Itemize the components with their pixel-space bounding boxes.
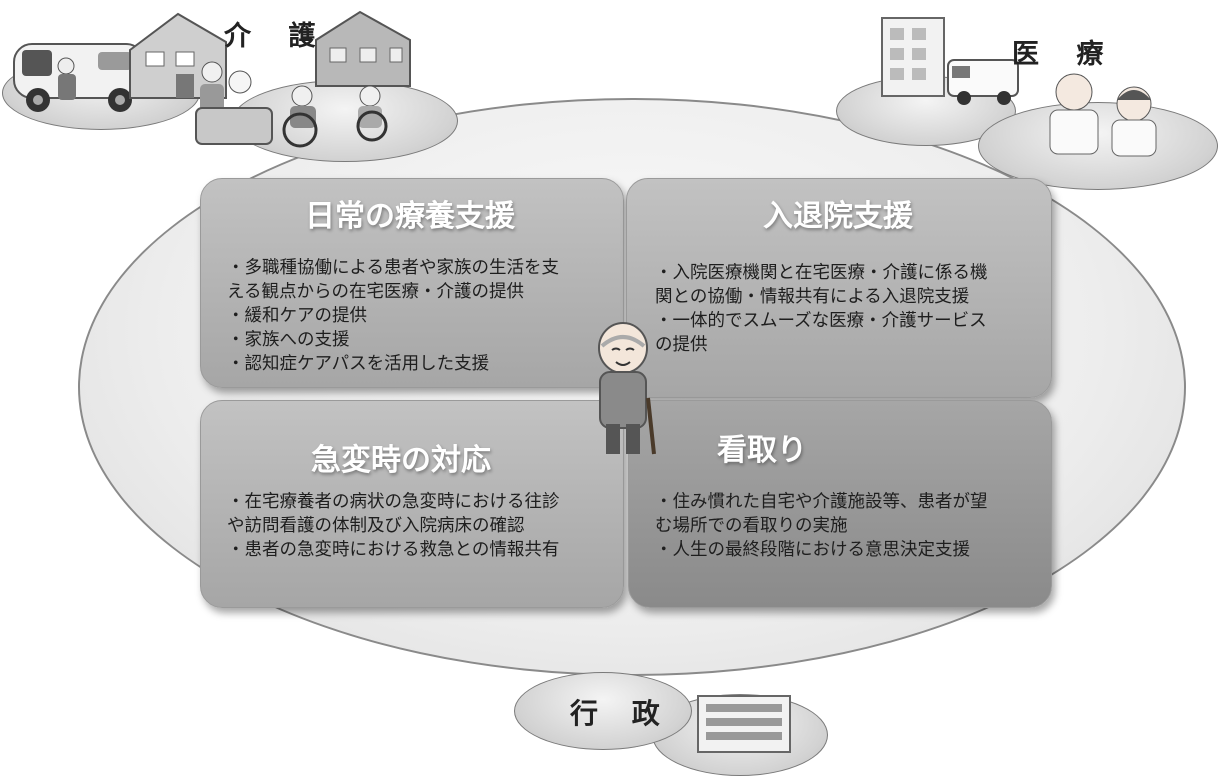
house-icon: [315, 10, 411, 87]
hospital-building-icon: [881, 17, 945, 97]
card-line: ・一体的でスムーズな医療・介護サービス: [655, 311, 987, 331]
card-line: える観点からの在宅医療・介護の提供: [227, 282, 524, 302]
card-body: ・入院医療機関と在宅医療・介護に係る機 関との協働・情報共有による入退院支援 ・…: [655, 261, 988, 357]
card-line: ・在宅療養者の病状の急変時における往診: [227, 492, 560, 512]
card-line: の提供: [655, 335, 708, 355]
administration-label: 行 政: [570, 697, 672, 730]
card-body: ・住み慣れた自宅や介護施設等、患者が望 む場所での看取りの実施 ・人生の最終段階…: [655, 490, 988, 562]
card-emergency-response: 急変時の対応 ・在宅療養者の病状の急変時における往診 や訪問看護の体制及び入院病…: [200, 400, 624, 608]
care-label: 介 護: [224, 21, 330, 52]
government-building-icon: [697, 695, 791, 753]
care-van-icon: [13, 43, 145, 112]
nurse-icon: [1111, 86, 1157, 157]
card-body: ・在宅療養者の病状の急変時における往診 や訪問看護の体制及び入院病床の確認 ・患…: [227, 490, 560, 562]
card-line: や訪問看護の体制及び入院病床の確認: [227, 516, 525, 536]
elderly-person-icon: [598, 322, 656, 455]
card-title: 急変時の対応: [311, 443, 491, 478]
card-title: 日常の療養支援: [305, 199, 515, 234]
card-daily-care: 日常の療養支援 ・多職種協働による患者や家族の生活を支 える観点からの在宅医療・…: [200, 178, 624, 388]
medical-illustration: [881, 17, 1157, 157]
ambulance-icon: [947, 59, 1019, 105]
card-line: ・緩和ケアの提供: [227, 306, 367, 326]
admin-ellipse-front: [514, 672, 692, 750]
card-body: ・多職種協働による患者や家族の生活を支 える観点からの在宅医療・介護の提供 ・緩…: [227, 256, 559, 376]
card-line: ・人生の最終段階における意思決定支援: [655, 540, 970, 560]
card-line: ・認知症ケアパスを活用した支援: [227, 354, 490, 374]
care-illustration: [13, 10, 411, 148]
card-title: 看取り: [717, 433, 807, 468]
card-line: 関との協働・情報共有による入退院支援: [655, 287, 970, 307]
card-line: ・住み慣れた自宅や介護施設等、患者が望: [655, 492, 988, 512]
card-title: 入退院支援: [763, 199, 913, 234]
card-line: ・家族への支援: [227, 330, 350, 350]
doctor-icon: [1049, 73, 1099, 155]
bathing-care-icon: [195, 61, 273, 145]
card-line: ・入院医療機関と在宅医療・介護に係る機: [655, 263, 988, 283]
medical-label: 医 療: [1012, 39, 1118, 70]
card-line: ・多職種協働による患者や家族の生活を支: [227, 258, 559, 278]
wheelchair-icon: [282, 85, 388, 148]
card-end-of-life-care: 看取り ・住み慣れた自宅や介護施設等、患者が望 む場所での看取りの実施 ・人生の…: [628, 400, 1052, 608]
card-line: む場所での看取りの実施: [655, 516, 848, 536]
house-icon: [129, 12, 227, 99]
card-discharge-support: 入退院支援 ・入院医療機関と在宅医療・介護に係る機 関との協働・情報共有による入…: [626, 178, 1052, 398]
card-line: ・患者の急変時における救急との情報共有: [227, 540, 560, 560]
